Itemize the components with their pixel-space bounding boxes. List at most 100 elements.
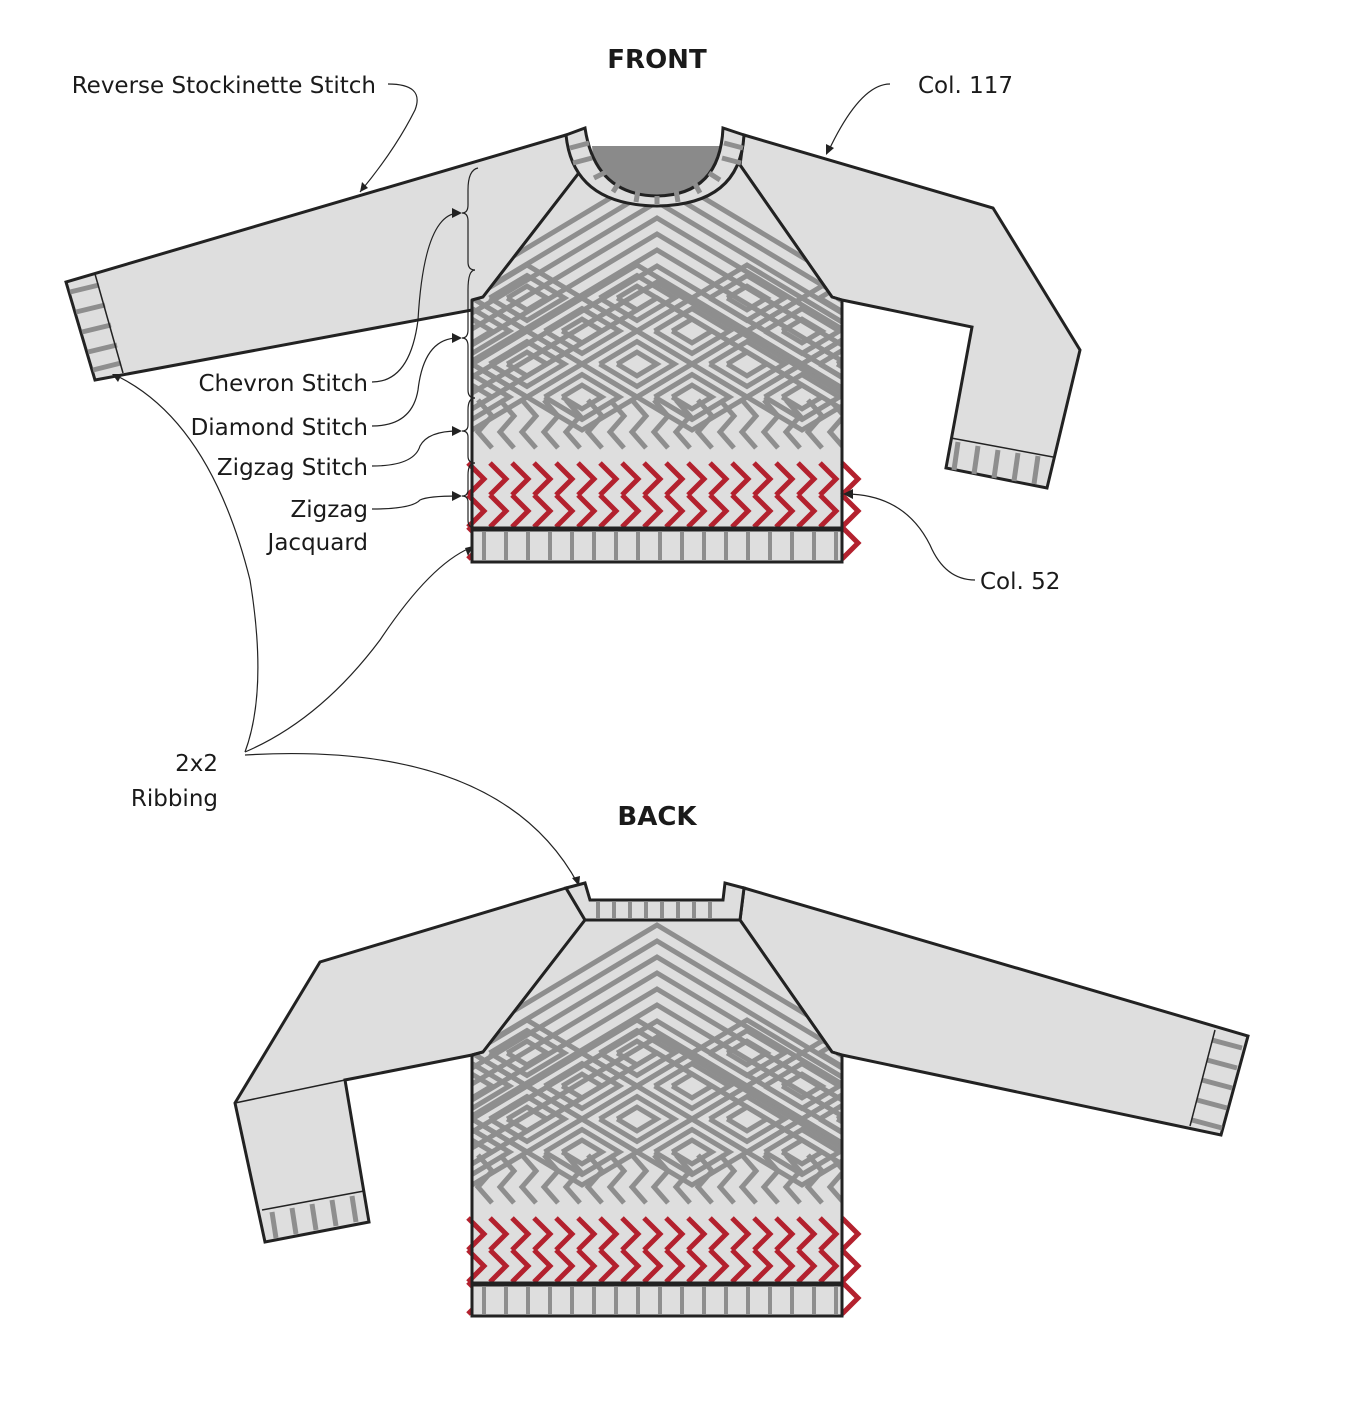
chevron-stripe	[472, 954, 842, 1200]
jacquard-chevron	[840, 461, 862, 497]
front-view	[64, 125, 1082, 564]
jacquard-chevron	[818, 1248, 840, 1284]
diamond-motif	[708, 1027, 790, 1079]
jacquard-chevron	[642, 1216, 664, 1252]
chevron-stripe	[472, 922, 842, 1168]
jacquard-chevron	[554, 493, 576, 529]
label-ribbing-line1: 2x2	[175, 751, 218, 777]
jacquard-chevron	[730, 1216, 752, 1252]
diamond-motif	[670, 1137, 717, 1167]
zigzag-stripe	[628, 398, 650, 450]
diamond-motif	[763, 371, 842, 423]
zigzag-stripe	[672, 398, 694, 450]
jacquard-chevron	[510, 1248, 532, 1284]
jacquard-chevron	[510, 1216, 532, 1252]
zigzag-stripe	[606, 398, 628, 450]
diamond-motif	[670, 1071, 717, 1101]
zigzag-stripe	[584, 1153, 606, 1205]
diamond-motif	[560, 1071, 607, 1101]
diamond-motif	[615, 1104, 662, 1134]
chevron-stripe	[472, 247, 842, 463]
diamond-motif	[615, 283, 662, 313]
diamond-motif	[763, 1060, 842, 1112]
label-diamond-stitch: Diamond Stitch	[191, 415, 368, 441]
jacquard-chevron	[598, 1248, 620, 1284]
jacquard-chevron	[818, 1216, 840, 1252]
diamond-motif	[670, 316, 717, 346]
jacquard-chevron	[510, 461, 532, 497]
diamond-motif	[780, 1137, 827, 1167]
chevron-stripe	[472, 938, 842, 1184]
diamond-motif	[560, 316, 607, 346]
jacquard-chevron	[708, 1248, 730, 1284]
jacquard-chevron	[510, 493, 532, 529]
chevron-stripe	[472, 970, 842, 1216]
diamond-motif	[763, 305, 842, 357]
front-neck-opening	[592, 146, 722, 196]
zigzag-stripe	[804, 398, 826, 450]
diamond-motif	[505, 283, 552, 313]
diamond-motif	[472, 1083, 477, 1155]
zigzag-stripe	[606, 1153, 628, 1205]
jacquard-chevron	[774, 461, 796, 497]
diamond-motif	[598, 272, 680, 324]
jacquard-chevron	[532, 493, 554, 529]
diamond-motif	[397, 1107, 437, 1131]
jacquard-chevron	[708, 1216, 730, 1252]
zigzag-stripe	[496, 1153, 518, 1205]
jacquard-chevron	[686, 1248, 708, 1284]
diamond-motif	[488, 272, 570, 324]
diamond-motif	[653, 305, 735, 357]
diamond-motif	[472, 1137, 497, 1167]
zigzag-stripe	[562, 1153, 584, 1205]
label-reverse-stockinette: Reverse Stockinette Stitch	[72, 73, 376, 99]
jacquard-chevron	[774, 493, 796, 529]
diamond-motif	[472, 1126, 515, 1178]
diamond-motif	[725, 1104, 772, 1134]
front-right-cuff-ribbing	[951, 441, 1041, 485]
diamond-motif	[725, 1038, 772, 1068]
label-ribbing-line2: Ribbing	[131, 786, 218, 812]
zigzag-stripe	[474, 1153, 496, 1205]
back-neck-ribbing	[563, 881, 746, 922]
jacquard-chevron	[620, 461, 642, 497]
zigzag-stripe	[540, 398, 562, 450]
jacquard-chevron	[818, 461, 840, 497]
label-chevron-stitch: Chevron Stitch	[198, 371, 368, 397]
neck-rib-stripes	[569, 140, 744, 205]
zigzag-stripe	[694, 1153, 716, 1205]
jacquard-chevron	[488, 1248, 510, 1284]
back-left-cuff-ribbing	[269, 1195, 359, 1239]
jacquard-chevron	[796, 493, 818, 529]
zigzag-stripe	[760, 398, 782, 450]
label-zigzag-jacquard-line2: Jacquard	[266, 530, 368, 556]
jacquard-chevron	[620, 493, 642, 529]
jacquard-chevron	[686, 493, 708, 529]
zigzag-stripe	[518, 398, 540, 450]
diamond-motif	[598, 338, 680, 390]
arrowheads	[112, 144, 853, 886]
jacquard-chevron	[554, 1216, 576, 1252]
diamond-motif	[380, 1097, 455, 1142]
jacquard-chevron	[818, 493, 840, 529]
diamond-motif	[488, 338, 570, 390]
jacquard-chevron	[686, 461, 708, 497]
jacquard-chevron	[598, 1216, 620, 1252]
zigzag-stripe	[826, 1153, 842, 1205]
diamond-motif	[653, 1060, 735, 1112]
diamond-motif	[472, 1060, 515, 1112]
jacquard-chevron	[532, 461, 554, 497]
diamond-motif	[488, 1027, 570, 1079]
diamond-motif	[670, 382, 717, 412]
diamond-motif	[780, 316, 827, 346]
jacquard-chevron	[642, 1248, 664, 1284]
diamond-motif	[543, 305, 625, 357]
jacquard-chevron	[576, 461, 598, 497]
diamond-motif	[708, 1093, 790, 1145]
zigzag-stripe	[672, 1153, 694, 1205]
zigzag-stripe	[716, 1153, 738, 1205]
back-view	[233, 881, 1250, 1318]
zigzag-stripe	[540, 1153, 562, 1205]
jacquard-chevron	[598, 493, 620, 529]
zigzag-stripe	[738, 1153, 760, 1205]
